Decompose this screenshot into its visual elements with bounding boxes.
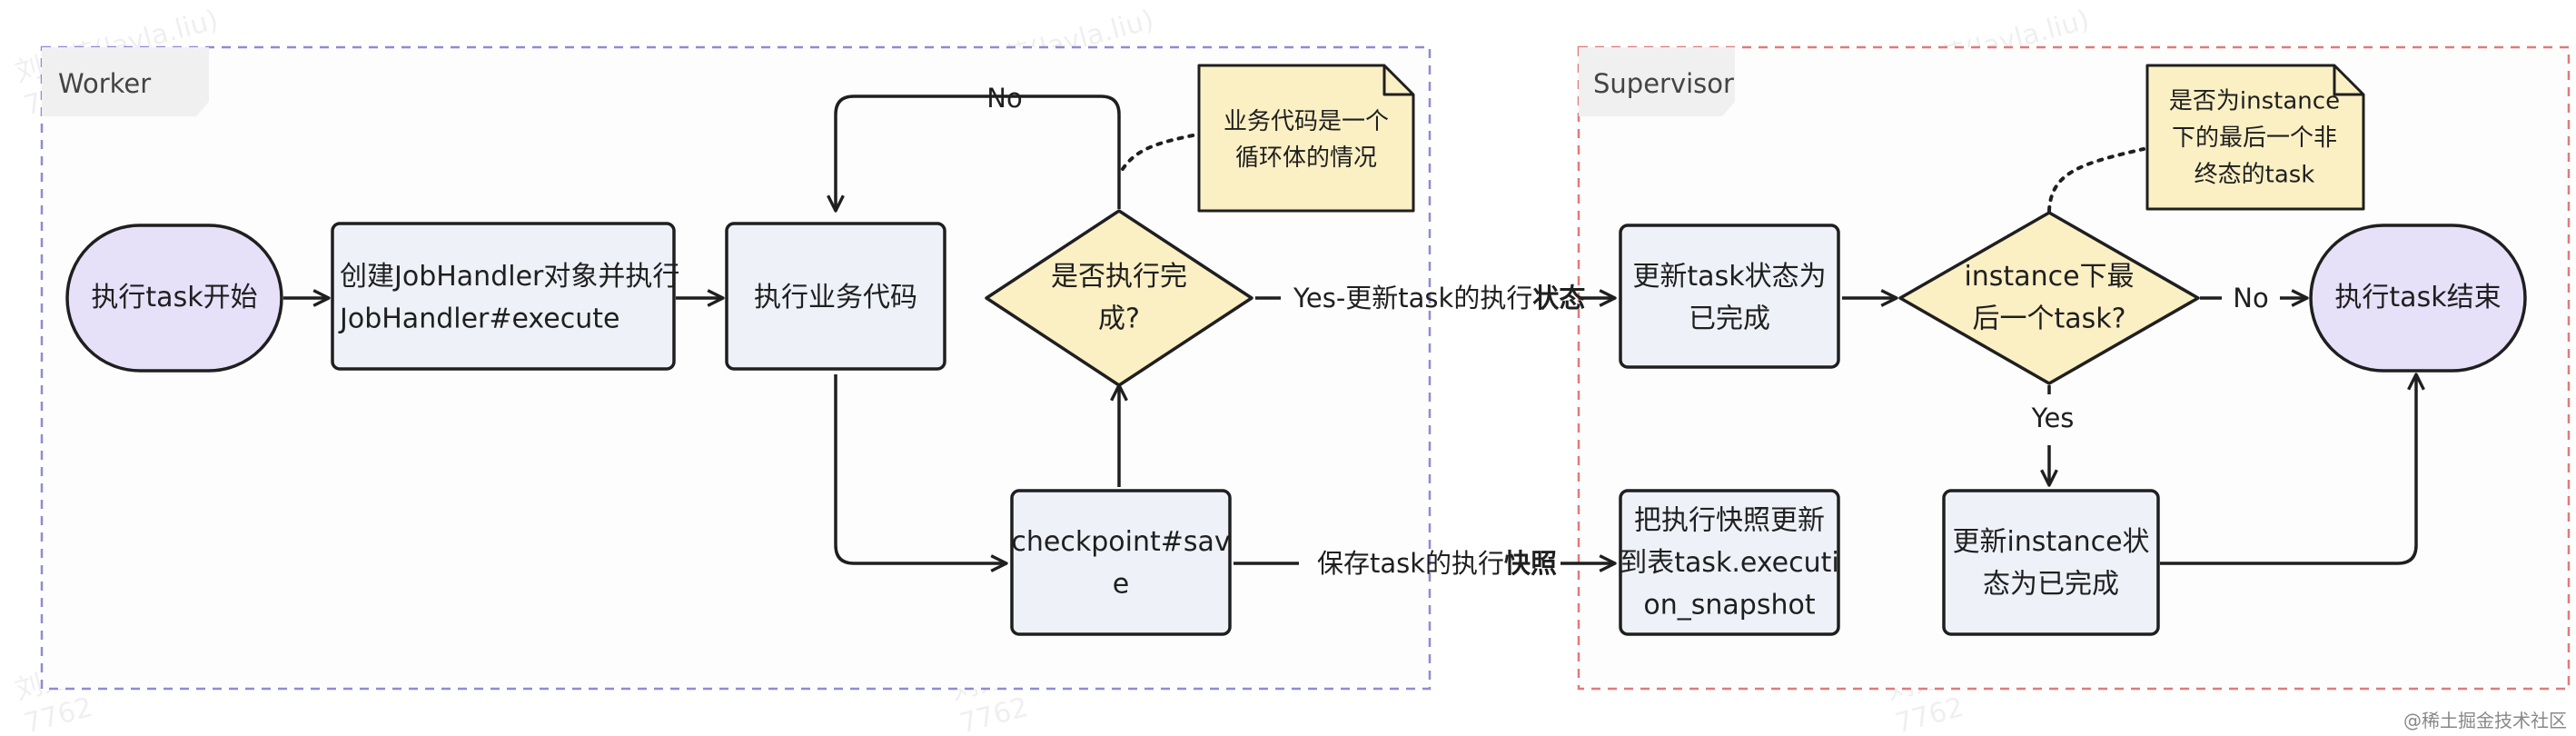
- text-line: on_snapshot: [1643, 589, 1815, 621]
- text-line: instance下最: [1964, 260, 2134, 292]
- node-checkpoint-text: checkpoint#sav e: [1011, 525, 1230, 600]
- text-line: 后一个task?: [1972, 303, 2125, 334]
- text-line: e: [1113, 568, 1129, 600]
- node-save-snapshot: 把执行快照更新到表task.executi on_snapshot: [1619, 489, 1840, 636]
- node-update-status: 更新task状态为已完成: [1619, 224, 1840, 369]
- text-line: 终态的task: [2195, 161, 2315, 188]
- edge-label-save-prefix: 保存task的执行: [1317, 548, 1504, 579]
- edge-label-save-snapshot: 保存task的执行快照: [1317, 548, 1557, 579]
- text-line: 到表task.executi: [1620, 547, 1839, 579]
- edge-label-yes-prefix: Yes-更新task的执行: [1293, 283, 1532, 313]
- edge-label-no-end: No: [2233, 283, 2268, 313]
- edge-label-save-bold: 快照: [1504, 548, 1557, 579]
- text-line: 已完成: [1689, 303, 1770, 334]
- note-non-terminal: 是否为instance 下的最后一个非终态的task: [2145, 64, 2365, 211]
- node-update-instance: 更新instance状态为已完成: [1942, 489, 2160, 636]
- note-connector-terminal: [2047, 147, 2145, 213]
- node-create-handler: 创建JobHandler对象并执行 JobHandler#execute: [331, 222, 679, 371]
- edges: [283, 94, 2425, 572]
- node-last-task: instance下最后一个task?: [1898, 211, 2200, 385]
- text-line: 循环体的情况: [1235, 144, 1377, 172]
- text-line: 是否为instance: [2169, 87, 2340, 114]
- text-line: 业务代码是一个: [1224, 107, 1389, 134]
- node-update-status-text: 更新task状态为已完成: [1632, 260, 1826, 334]
- note-business-loop-text: 业务代码是一个循环体的情况: [1224, 107, 1389, 171]
- node-checkpoint: checkpoint#sav e: [1010, 489, 1232, 636]
- text-line: 执行业务代码: [754, 282, 917, 313]
- node-last-task-text: instance下最后一个task?: [1964, 260, 2134, 334]
- node-save-snapshot-text: 把执行快照更新到表task.executi on_snapshot: [1620, 504, 1839, 621]
- note-non-terminal-text: 是否为instance 下的最后一个非终态的task: [2169, 87, 2340, 188]
- text-line: 把执行快照更新: [1634, 504, 1825, 536]
- footer-credit: @稀土掘金技术社区: [2403, 710, 2567, 731]
- node-exec-business-text: 执行业务代码: [754, 282, 917, 313]
- edge-label-yes-status: Yes-更新task的执行状态: [1293, 283, 1585, 313]
- worker-label: Worker: [58, 68, 151, 99]
- text-line: 创建JobHandler对象并执行: [340, 260, 679, 292]
- supervisor-label: Supervisor: [1593, 68, 1734, 99]
- edge-done-no-loop: [827, 94, 1121, 213]
- text-line: JobHandler#execute: [338, 303, 619, 334]
- node-start: 执行task开始: [65, 224, 283, 373]
- node-start-text: 执行task开始: [91, 282, 257, 313]
- node-is-done: 是否执行完成?: [985, 209, 1253, 387]
- edge-label-yes-bold: 状态: [1532, 283, 1585, 313]
- text-line: 下的最后一个非: [2172, 124, 2337, 152]
- edge-label-yes-down: Yes: [2031, 403, 2075, 433]
- text-line: 是否执行完: [1051, 260, 1187, 292]
- note-business-loop: 业务代码是一个循环体的情况: [1197, 64, 1415, 213]
- text-line: checkpoint#sav: [1011, 525, 1230, 557]
- node-is-done-text: 是否执行完成?: [1051, 260, 1187, 334]
- edge-business-to-checkpoint: [834, 374, 1008, 572]
- text-line: 成?: [1098, 303, 1140, 334]
- edge-instance-to-end: [2160, 373, 2425, 565]
- node-exec-business: 执行业务代码: [725, 222, 946, 371]
- node-end: 执行task结束: [2309, 224, 2527, 373]
- text-line: 执行task结束: [2334, 282, 2501, 313]
- edge-label-no-loop: No: [986, 83, 1022, 114]
- node-update-instance-text: 更新instance状态为已完成: [1952, 525, 2149, 600]
- text-line: 更新instance状: [1952, 525, 2149, 557]
- note-connector-loop: [1121, 133, 1199, 171]
- text-line: 更新task状态为: [1632, 260, 1826, 292]
- text-line: 执行task开始: [91, 282, 257, 313]
- text-line: 态为已完成: [1983, 568, 2119, 600]
- node-end-text: 执行task结束: [2334, 282, 2501, 313]
- node-create-handler-text: 创建JobHandler对象并执行 JobHandler#execute: [338, 260, 679, 334]
